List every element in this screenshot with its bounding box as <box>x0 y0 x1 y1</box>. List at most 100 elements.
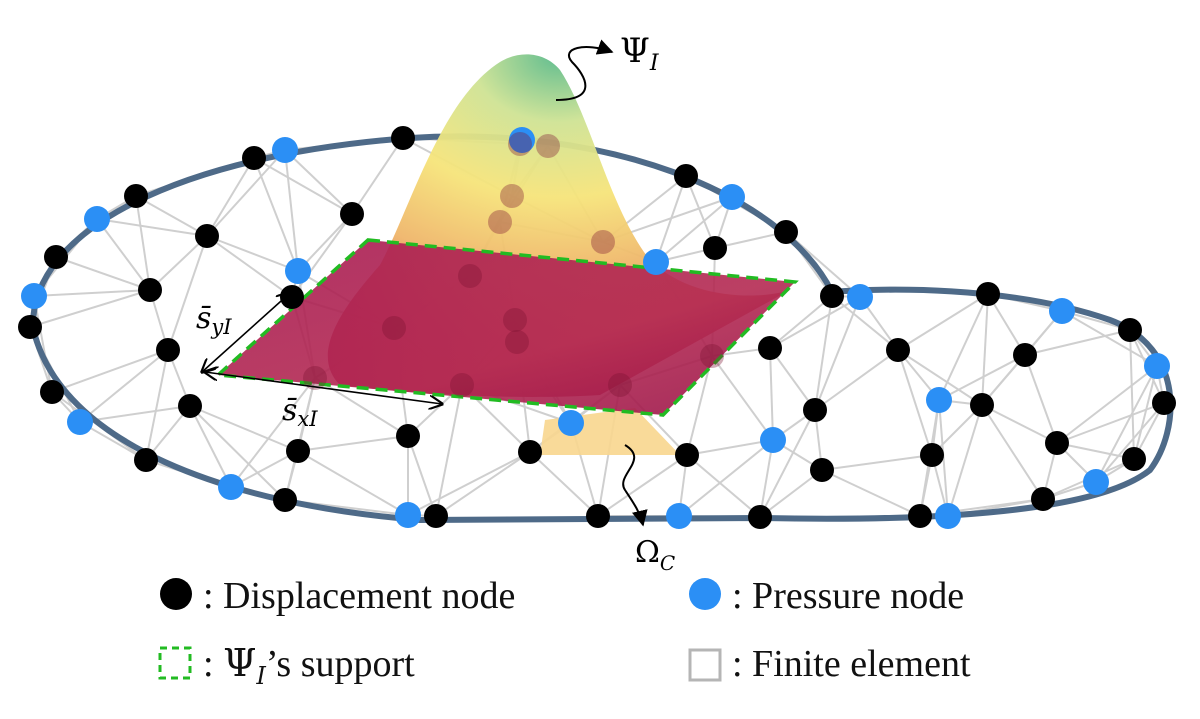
mesh-edge <box>714 231 787 249</box>
covered-node <box>503 308 527 332</box>
mesh-edge <box>96 218 151 291</box>
mesh-edge <box>686 439 774 456</box>
mesh-edge <box>297 435 409 452</box>
mesh-edge <box>435 451 531 517</box>
pressure-node <box>926 387 952 413</box>
mesh-edge <box>814 349 899 411</box>
displacement-node <box>138 278 162 302</box>
displacement-node <box>1031 487 1055 511</box>
mesh-edge <box>189 405 299 452</box>
mesh-edge <box>897 349 933 456</box>
pressure-node <box>395 502 421 528</box>
pressure-node <box>218 474 244 500</box>
pressure-node <box>272 137 298 163</box>
mesh-edge <box>897 293 989 351</box>
displacement-node <box>273 488 297 512</box>
displacement-node <box>286 439 310 463</box>
mesh-edge <box>33 295 53 393</box>
displacement-node <box>1013 343 1037 367</box>
mesh-edge <box>821 469 921 517</box>
pressure-node <box>1049 298 1075 324</box>
legend-displacement-marker <box>160 578 192 610</box>
mesh-edge <box>55 256 151 291</box>
mesh-edge <box>814 296 861 411</box>
mesh-edge <box>435 384 463 517</box>
legend-displacement-label: : Displacement node <box>203 575 515 617</box>
mesh-edge <box>759 409 816 518</box>
covered-node <box>450 373 474 397</box>
pressure-node <box>558 410 584 436</box>
displacement-node <box>810 458 834 482</box>
displacement-node <box>748 505 772 529</box>
displacement-node <box>908 504 932 528</box>
mesh-edge <box>1024 329 1131 356</box>
omega-label: ΩC <box>635 535 675 575</box>
displacement-node <box>803 398 827 422</box>
mesh-edge <box>351 137 404 215</box>
displacement-node <box>195 224 219 248</box>
mesh-edge <box>686 454 761 518</box>
mesh-edge <box>206 149 286 237</box>
displacement-node <box>820 284 844 308</box>
pressure-node <box>643 249 669 275</box>
displacement-node <box>886 338 910 362</box>
mesh-edge <box>897 349 983 406</box>
mesh-edge <box>597 454 688 517</box>
displacement-node <box>920 443 944 467</box>
mesh-edge <box>206 235 293 298</box>
mesh-edge <box>1133 365 1158 460</box>
mesh-edge <box>407 451 531 516</box>
displacement-node <box>178 394 202 418</box>
covered-node <box>608 373 632 397</box>
mesh-edge <box>1056 365 1158 444</box>
displacement-node <box>703 236 727 260</box>
mesh-edge <box>1095 402 1165 483</box>
displacement-node <box>424 504 448 528</box>
displacement-node <box>280 285 304 309</box>
displacement-node <box>134 448 158 472</box>
displacement-node <box>970 393 994 417</box>
mesh-edge <box>938 354 1026 401</box>
displacement-node <box>40 380 64 404</box>
mesh-edge <box>206 157 255 237</box>
displacement-node <box>124 184 148 208</box>
pressure-node <box>666 503 692 529</box>
displacement-node <box>156 338 180 362</box>
pressure-node <box>1083 469 1109 495</box>
mesh-edge <box>149 235 208 291</box>
mesh-edge <box>769 296 861 349</box>
mesh-edge <box>655 196 733 263</box>
mesh-edge <box>1056 442 1135 460</box>
mesh-edge <box>769 295 833 349</box>
mesh-edge <box>135 195 208 237</box>
mesh-edge <box>284 149 299 272</box>
mesh-edge <box>678 439 774 517</box>
covered-node <box>500 184 524 208</box>
pressure-node <box>760 427 786 453</box>
legend-pressure-label: : Pressure node <box>732 575 964 617</box>
displacement-node <box>1122 447 1146 471</box>
mesh-edge <box>769 347 816 411</box>
covered-node <box>382 316 406 340</box>
legend-finite-element-label: : Finite element <box>732 643 971 685</box>
covered-node <box>591 230 615 254</box>
displacement-node <box>675 443 699 467</box>
displacement-node <box>518 440 542 464</box>
sx-label: s̄xI <box>282 393 318 431</box>
mesh-edge <box>529 451 599 517</box>
covered-node <box>458 264 482 288</box>
displacement-node <box>674 164 698 188</box>
pressure-node <box>1144 353 1170 379</box>
covered-node <box>536 134 560 158</box>
omega-pointer-arrow <box>622 444 648 527</box>
pressure-node <box>67 409 93 435</box>
mesh-edge <box>981 404 1044 500</box>
domain-boundary <box>29 133 1174 524</box>
mesh-edge <box>769 347 774 441</box>
covered-node <box>488 210 512 234</box>
displacement-node <box>396 424 420 448</box>
displacement-node <box>44 245 68 269</box>
legend-support-marker <box>158 646 192 680</box>
mesh-edge <box>297 450 409 516</box>
